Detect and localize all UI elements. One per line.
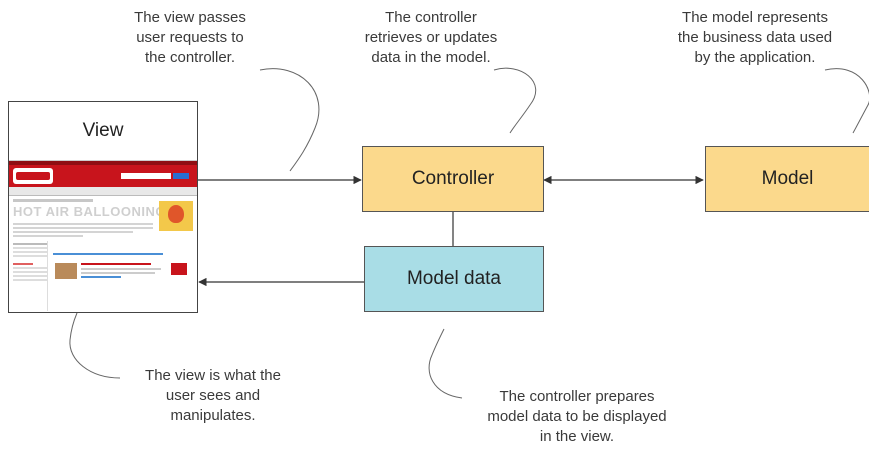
webpage-nav	[9, 187, 197, 196]
annotation-line: The view passes	[134, 9, 246, 26]
intro-text	[13, 223, 153, 237]
callout-model-represents	[824, 68, 869, 134]
callout-controller-updates	[493, 67, 537, 134]
model-label: Model	[761, 168, 814, 189]
balloon-image	[159, 201, 193, 231]
model-data-label: Model data	[406, 268, 501, 289]
webpage-header	[9, 165, 197, 187]
model-box: Model	[705, 146, 869, 212]
annotation-line: The controller	[385, 9, 477, 26]
webpage-breadcrumb	[13, 199, 93, 202]
controller-box: Controller	[362, 146, 544, 212]
view-box: View HOT AIR BALLOONING	[8, 101, 198, 313]
model-data-box: Model data	[364, 246, 544, 312]
callout-controller-prepares	[428, 328, 463, 399]
webpage-heading: HOT AIR BALLOONING	[13, 204, 166, 219]
site-logo	[13, 168, 53, 184]
annotation-line: The controller prepares	[499, 388, 655, 405]
annotation-line: user sees and	[165, 387, 261, 404]
refine-sidebar	[13, 241, 48, 311]
annotation-line: retrieves or updates	[364, 29, 498, 46]
view-title: View	[82, 120, 124, 141]
annotation-line: the controller.	[144, 49, 236, 66]
annotation-line: The model represents	[682, 9, 828, 26]
annotation-line: model data to be displayed	[487, 408, 667, 425]
annotation-view-passes-requests: The view passes user requests to the con…	[120, 8, 260, 68]
controller-label: Controller	[411, 168, 495, 189]
annotation-view-is: The view is what the user sees and manip…	[118, 366, 308, 426]
annotation-controller-updates: The controller retrieves or updates data…	[356, 8, 506, 68]
annotation-line: user requests to	[136, 29, 244, 46]
annotation-controller-prepares: The controller prepares model data to be…	[462, 387, 692, 447]
annotation-line: the business data used	[677, 29, 833, 46]
annotation-line: data in the model.	[371, 49, 491, 66]
callout-view-passes	[259, 68, 320, 172]
annotation-line: by the application.	[694, 49, 816, 66]
webpage-screenshot: HOT AIR BALLOONING	[9, 160, 197, 312]
annotation-line: manipulates.	[170, 407, 256, 424]
webpage-search-button	[173, 173, 189, 179]
webpage-search-box	[121, 173, 171, 179]
callout-view-is	[69, 312, 121, 379]
webpage-top-bar	[9, 161, 197, 165]
result-item	[53, 253, 193, 293]
annotation-line: in the view.	[539, 428, 615, 445]
annotation-model-represents: The model represents the business data u…	[655, 8, 855, 68]
annotation-line: The view is what the	[145, 367, 281, 384]
